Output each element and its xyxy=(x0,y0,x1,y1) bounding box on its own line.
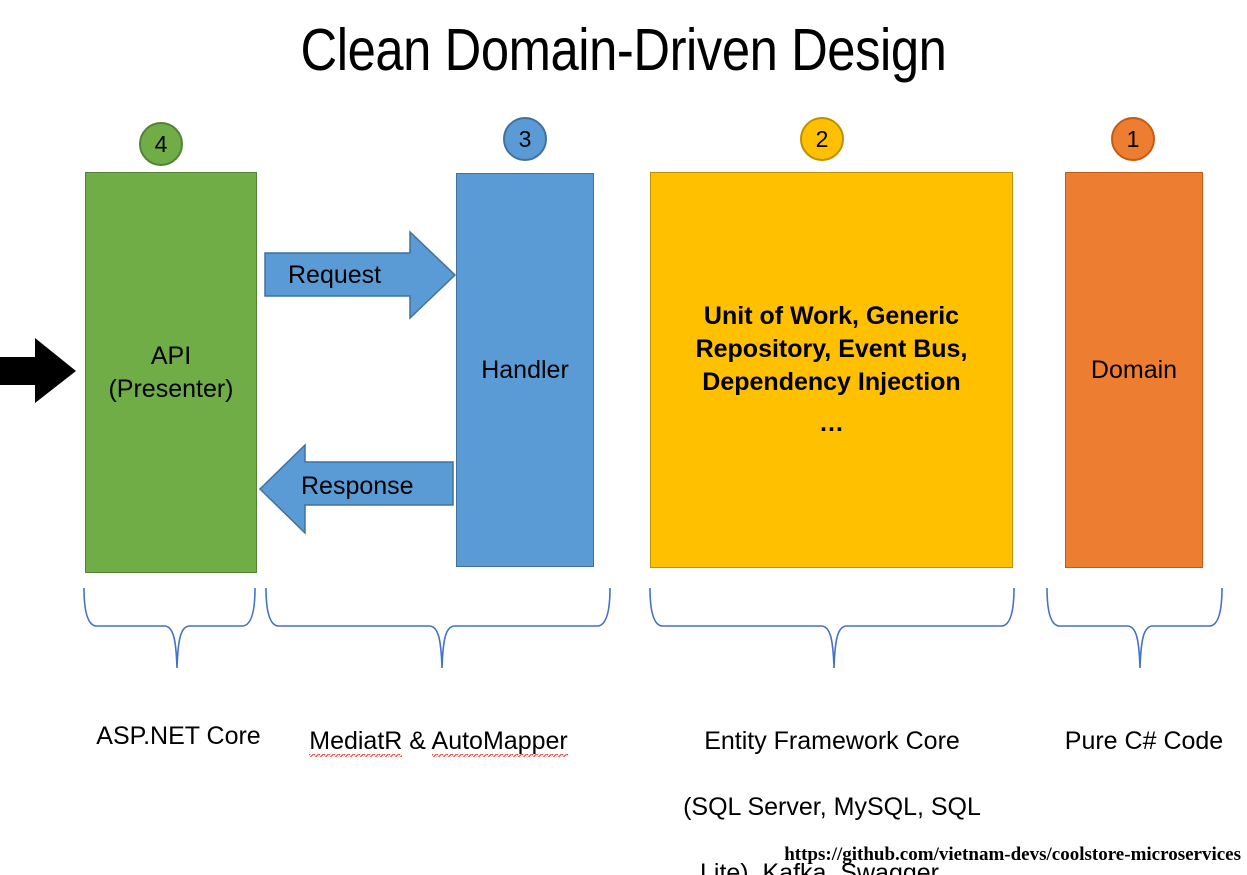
caption-aspnet-core-text: ASP.NET Core xyxy=(96,722,261,750)
layer-box-api-label: API (Presenter) xyxy=(108,341,234,403)
caption-automapper-text: AutoMapper xyxy=(431,727,568,757)
badge-3: 3 xyxy=(503,117,547,161)
request-arrow-label: Request xyxy=(288,261,382,289)
brace-mediatr-automapper xyxy=(265,587,611,669)
response-arrow-label: Response xyxy=(301,472,414,500)
caption-efcore-line-2: (SQL Server, MySQL, SQL xyxy=(683,793,981,821)
caption-entity-framework-core: Entity Framework Core (SQL Server, MySQL… xyxy=(650,692,1014,875)
layer-box-api[interactable]: API (Presenter) xyxy=(85,172,257,573)
badge-1: 1 xyxy=(1111,117,1155,161)
caption-efcore-line-3: Lite), Kafka, Swagger… xyxy=(699,859,964,875)
layer-box-handler[interactable]: Handler xyxy=(456,173,594,567)
badge-2: 2 xyxy=(800,117,844,161)
caption-efcore-line-1: Entity Framework Core xyxy=(704,727,960,755)
badge-1-label: 1 xyxy=(1126,125,1140,152)
caption-pure-csharp-code-text: Pure C# Code xyxy=(1064,727,1224,755)
badge-4: 4 xyxy=(139,122,183,166)
caption-pure-csharp-code: Pure C# Code xyxy=(1041,692,1247,758)
layer-box-infrastructure-line-1: Unit of Work, Generic xyxy=(703,302,960,330)
layer-box-domain-label: Domain xyxy=(1090,355,1178,384)
badge-3-label: 3 xyxy=(518,125,532,152)
layer-box-infrastructure-line-4: … xyxy=(819,409,844,437)
layer-box-infrastructure-line-2: Repository, Event Bus, xyxy=(695,335,968,363)
footer-repository-url[interactable]: https://github.com/vietnam-devs/coolstor… xyxy=(784,844,1241,865)
badge-4-label: 4 xyxy=(154,130,168,157)
caption-mediatr-amp: & xyxy=(402,727,432,755)
caption-mediatr-text: MediatR xyxy=(309,727,403,757)
page-title: Clean Domain-Driven Design xyxy=(300,17,947,83)
caption-mediatr-automapper: MediatR & AutoMapper xyxy=(266,692,611,758)
layer-box-infrastructure[interactable]: Unit of Work, Generic Repository, Event … xyxy=(650,172,1013,568)
layer-box-infrastructure-line-3: Dependency Injection xyxy=(702,368,961,396)
brace-entity-framework-core xyxy=(649,587,1015,669)
badge-2-label: 2 xyxy=(815,125,829,152)
layer-box-handler-label: Handler xyxy=(481,355,569,384)
brace-pure-csharp-code xyxy=(1046,587,1223,669)
layer-box-domain[interactable]: Domain xyxy=(1065,172,1203,568)
caption-aspnet-core: ASP.NET Core xyxy=(56,687,301,753)
inbound-request-arrow xyxy=(0,338,76,403)
brace-aspnet-core xyxy=(83,587,256,669)
